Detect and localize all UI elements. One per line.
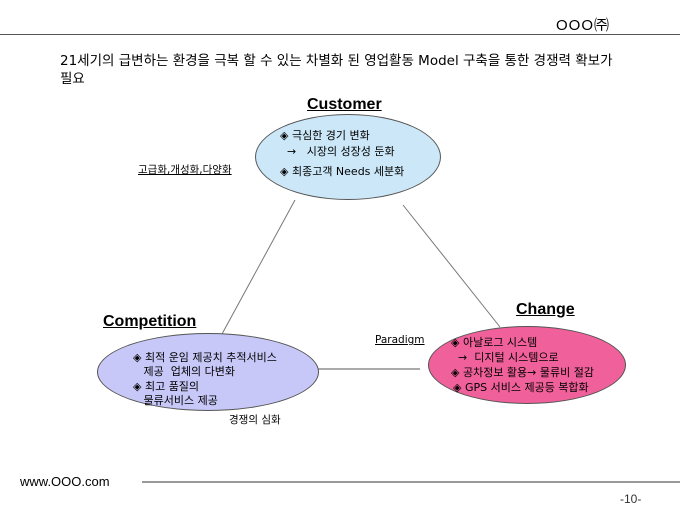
company-name: OOO㈜	[556, 17, 611, 34]
customer-line-1: ◈ 극심한 경기 변화	[280, 129, 370, 142]
customer-side-note: 고급화,개성화,다양화	[138, 164, 232, 176]
change-ellipse	[428, 326, 626, 404]
competition-line-1: ◈ 최적 운임 제공치 추적서비스	[133, 351, 277, 364]
customer-competition-line	[221, 199, 296, 335]
change-label: Change	[516, 301, 575, 318]
change-line-2: → 디지털 시스템으로	[451, 351, 559, 364]
customer-change-line	[402, 204, 501, 328]
competition-label: Competition	[103, 313, 197, 330]
customer-line-3: ◈ 최종고객 Needs 세분화	[280, 165, 405, 178]
customer-line-2: → 시장의 성장성 둔화	[280, 145, 395, 158]
footer-divider	[142, 481, 680, 483]
competition-ellipse	[97, 333, 319, 411]
change-line-3: ◈ 공차정보 활용→ 물류비 절감	[451, 366, 594, 379]
change-line-1: ◈ 아날로그 시스템	[451, 336, 538, 349]
competition-line-4: 물류서비스 제공	[133, 394, 218, 407]
competition-line-3: ◈ 최고 품질의	[133, 380, 200, 393]
customer-ellipse	[255, 114, 441, 200]
competition-side-note: 경쟁의 심화	[229, 414, 281, 426]
slide-title: 21세기의 급변하는 환경을 극복 할 수 있는 차별화 된 영업활동 Mode…	[60, 53, 613, 87]
change-line-4: ◈ GPS 서비스 제공등 복합화	[453, 381, 589, 394]
header-divider	[0, 34, 680, 35]
customer-label: Customer	[307, 96, 382, 113]
page-number: -10-	[620, 492, 642, 506]
change-side-note: Paradigm	[375, 334, 425, 346]
competition-line-2: 제공 업체의 다변화	[133, 365, 235, 378]
footer-url: www.OOO.com	[20, 474, 110, 489]
